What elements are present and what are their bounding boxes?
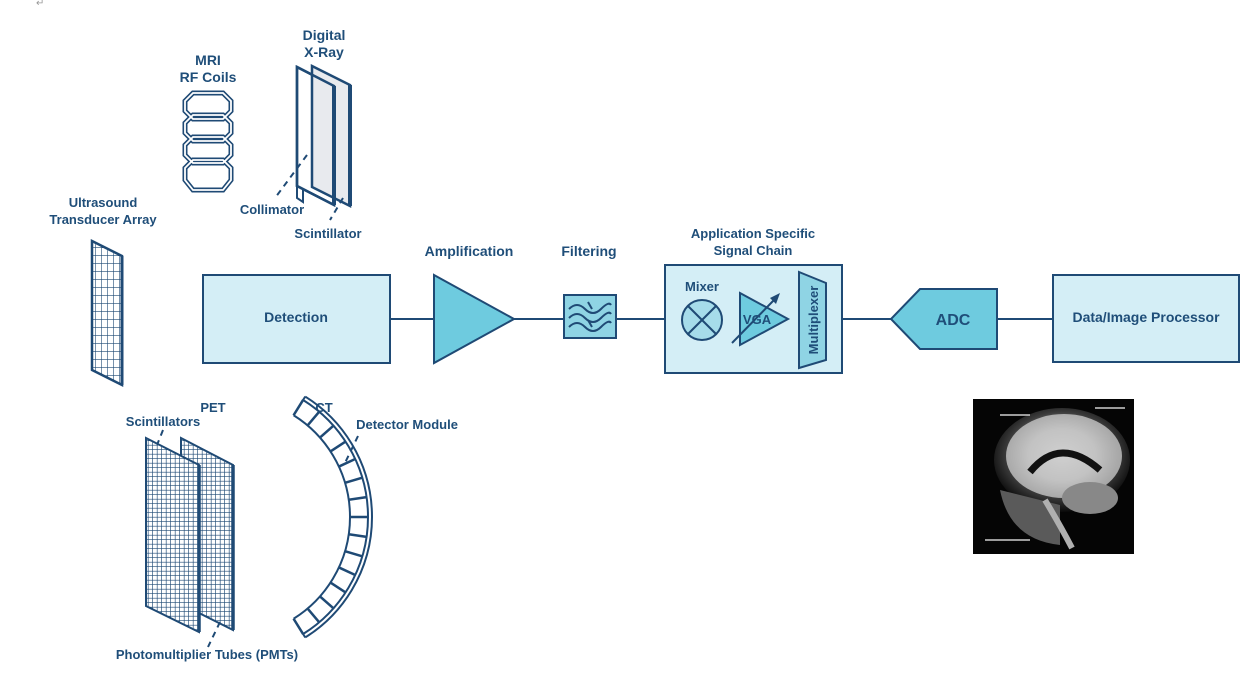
vga-icon: VGA [731,291,791,347]
ct-detector-arc-icon [292,395,373,639]
multiplexer-label: Multiplexer [806,286,821,355]
paragraph-mark: ↵ [36,0,45,9]
scintillator-leader [329,197,344,221]
xray-label-line2: X-Ray [304,44,344,60]
amplifier-icon [433,273,517,365]
ct-detector-cell-divider [344,550,363,558]
collimator-leader [274,154,308,199]
ct-detector-cell-divider [338,566,356,577]
ct-detector: CT Detector Module [292,395,458,639]
mri-brain-scan-image [973,399,1134,554]
pmt-leader [207,621,221,648]
filtering-block: Filtering [561,243,617,339]
vga-label: VGA [743,312,772,327]
xray-label-line1: Digital [303,27,346,43]
ct-detector-cell-divider [348,533,367,539]
detection-block: Detection [202,274,391,364]
ct-detector-cell-divider [344,476,363,484]
ultrasound-label-line1: Ultrasound [69,195,138,210]
multiplexer-icon: Multiplexer [798,270,827,370]
pet-detector: PET Scintillators Photomultiplier Tubes … [116,400,298,662]
amplification-block: Amplification [425,243,517,365]
mixer-label: Mixer [685,279,719,294]
asc-title-line2: Signal Chain [714,243,793,258]
scintillators-leader [156,429,164,446]
ct-detector-cell-divider [329,581,347,594]
pet-panel-front [145,436,200,634]
processor-label: Data/Image Processor [1072,309,1220,325]
ct-detector-cell-divider [306,410,321,427]
mri-rf-coils: MRI RF Coils [180,52,237,193]
application-specific-signal-chain: Application Specific Signal Chain Mixer … [664,226,843,374]
detector-module-label: Detector Module [356,417,458,432]
ct-detector-cell-divider [319,595,335,610]
ct-arc-end-cap [292,396,307,416]
amplification-label: Amplification [425,243,514,259]
scintillator-label: Scintillator [294,226,361,241]
mixer-icon [681,299,723,341]
asc-title-line1: Application Specific [691,226,815,241]
pet-label: PET [200,400,225,415]
filtering-label: Filtering [561,243,616,259]
ultrasound-transducer-array: Ultrasound Transducer Array [49,195,157,388]
adc-label: ADC [936,312,971,329]
digital-xray: Digital X-Ray Collimator Scintillator [240,27,362,241]
filter-wave-icon [568,301,612,332]
data-image-processor-block: Data/Image Processor [1052,274,1240,363]
mri-label: MRI [195,52,221,68]
ct-arc-line [304,395,373,639]
ct-detector-cell-divider [329,440,347,453]
ct-detector-cell-divider [319,424,335,439]
detection-label: Detection [264,309,328,325]
collimator-label: Collimator [240,202,304,217]
ct-detector-cell-divider [306,607,321,624]
ct-arc-line [293,414,351,620]
scintillators-label: Scintillators [126,414,200,429]
ultrasound-label-line2: Transducer Array [49,212,157,227]
ct-arc-end-cap [292,618,307,638]
transducer-grid-icon [90,238,124,388]
ct-detector-cell-divider [348,495,367,501]
ct-detector-cell-divider [338,457,356,468]
pmt-label: Photomultiplier Tubes (PMTs) [116,647,298,662]
mri-rf-coils-label: RF Coils [180,69,237,85]
adc-block: ADC [889,288,998,350]
